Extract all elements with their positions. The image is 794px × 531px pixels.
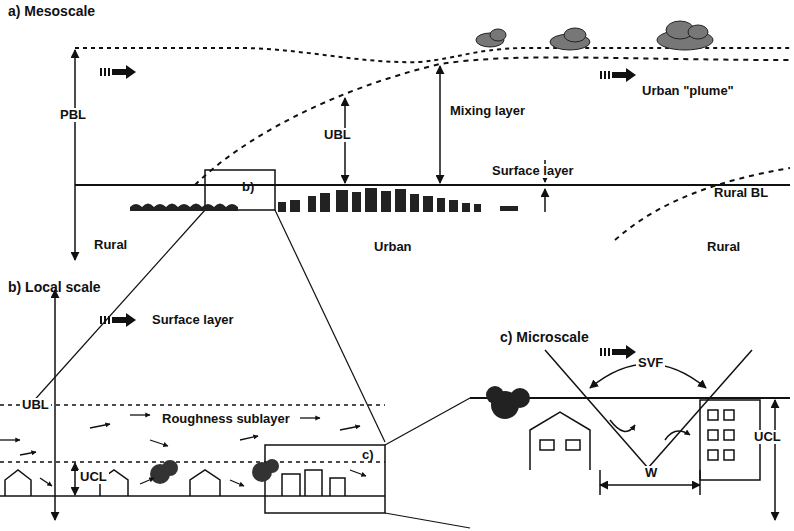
- region-label: Rural: [92, 238, 129, 252]
- callout-label: c): [360, 448, 376, 462]
- layer-label: Mixing layer: [448, 104, 527, 118]
- local-scale-panel: [0, 290, 470, 528]
- layer-label: Urban "plume": [640, 84, 736, 98]
- tree: [150, 459, 279, 484]
- tree: [486, 386, 530, 419]
- layer-label: Roughness sublayer: [160, 412, 292, 426]
- callout-label: b): [240, 180, 256, 194]
- layer-label: PBL: [58, 108, 88, 122]
- dimension-label: SVF: [636, 356, 665, 370]
- layer-label: Surface layer: [150, 313, 236, 327]
- panel-title: a) Mesoscale: [6, 4, 97, 19]
- panel-title: b) Local scale: [6, 280, 103, 295]
- mesoscale-panel: [30, 48, 790, 442]
- layer-label: UBL: [20, 398, 51, 412]
- cloud: [476, 21, 713, 50]
- layer-label: UCL: [752, 430, 783, 444]
- layer-label: UCL: [78, 470, 109, 484]
- region-label: Rural: [705, 240, 742, 254]
- dimension-label: W: [643, 466, 659, 480]
- region-label: Urban: [372, 240, 414, 254]
- layer-label: Rural BL: [712, 186, 770, 200]
- layer-label: UBL: [322, 128, 353, 142]
- panel-title: c) Microscale: [498, 330, 591, 345]
- layer-label: Surface layer: [490, 164, 576, 178]
- microscale-panel: [470, 350, 790, 520]
- land-surface: [130, 188, 518, 212]
